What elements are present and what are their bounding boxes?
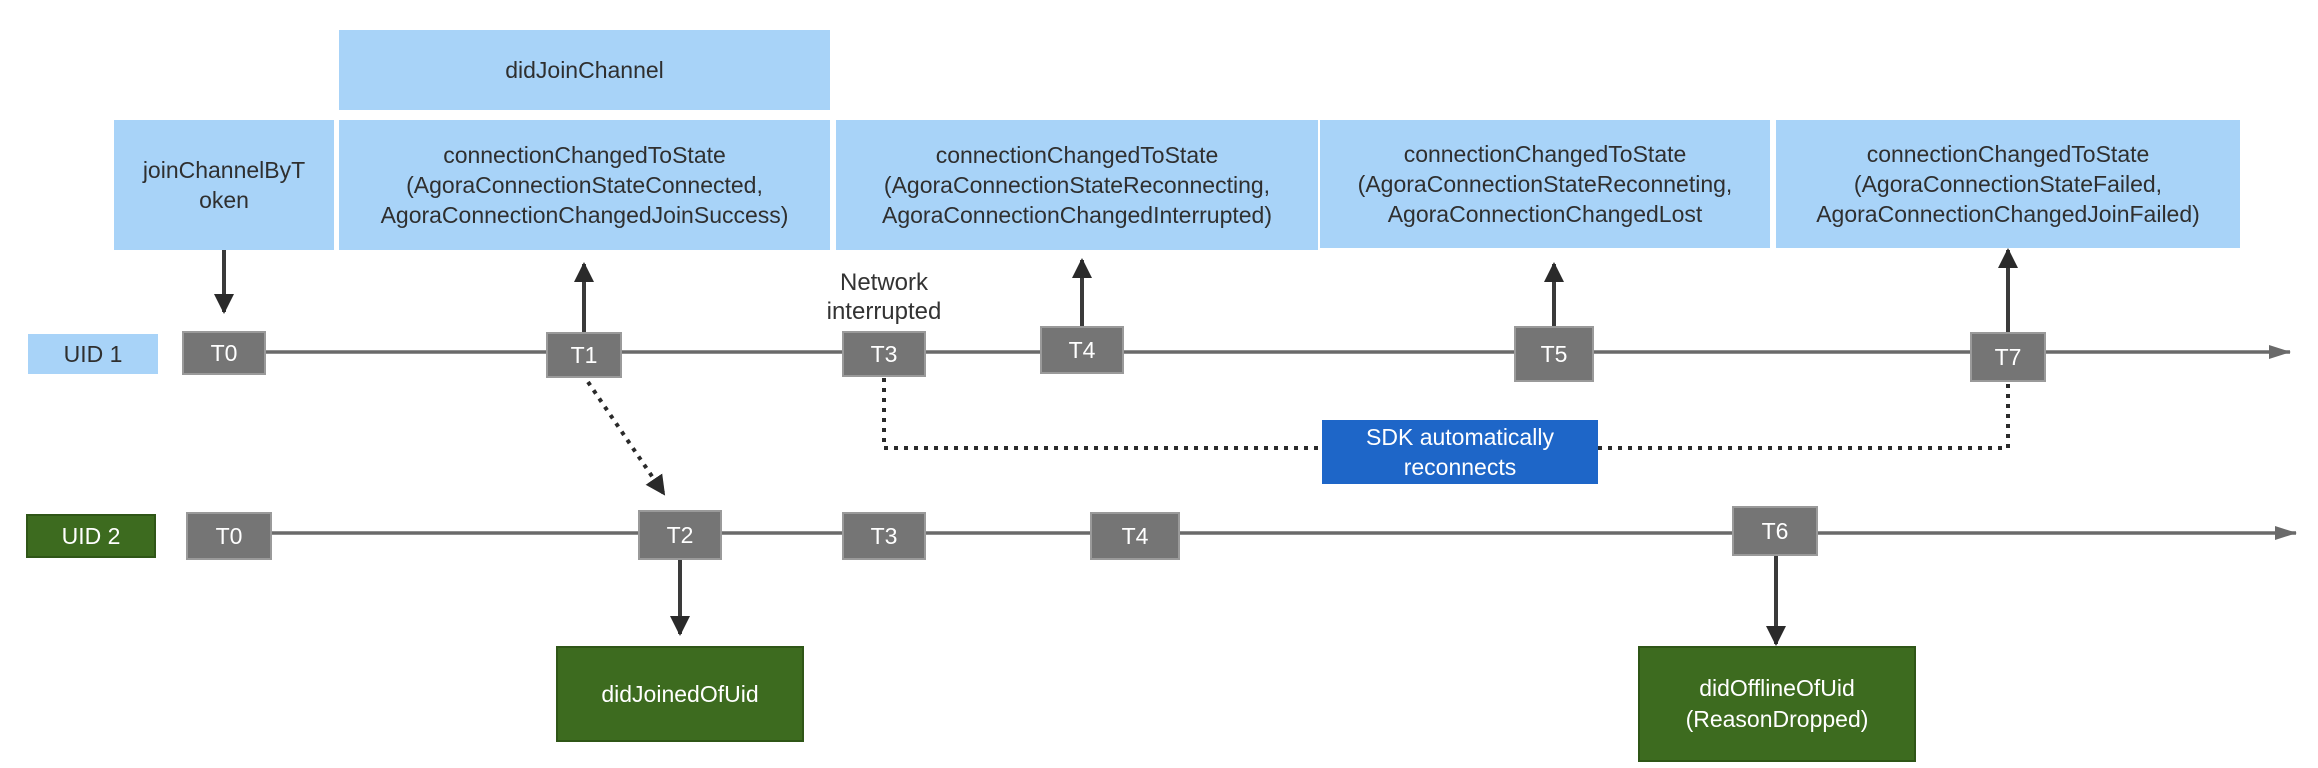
uid1-time-marker: T0 — [182, 331, 266, 375]
dotted-t3-to-sdk — [882, 378, 1322, 450]
conn-state-lost-callback: connectionChangedToState (AgoraConnectio… — [1320, 120, 1770, 248]
conn-state-reconnecting-callback: connectionChangedToState (AgoraConnectio… — [836, 120, 1318, 250]
dotted-t1-to-t2 — [586, 380, 666, 496]
uid1-label: UID 1 — [28, 334, 158, 374]
uid2-time-marker: T2 — [638, 510, 722, 560]
uid2-time-marker: T0 — [186, 512, 272, 560]
network-interrupted-note: Network interrupted — [826, 269, 942, 325]
uid2-time-marker: T6 — [1732, 506, 1818, 556]
uid1-time-marker: T1 — [546, 332, 622, 378]
sdk-auto-reconnect-box: SDK automatically reconnects — [1322, 420, 1598, 484]
uid1-time-marker: T4 — [1040, 326, 1124, 374]
conn-state-failed-callback: connectionChangedToState (AgoraConnectio… — [1776, 120, 2240, 248]
dotted-sdk-to-t7 — [1598, 384, 2010, 450]
uid2-label: UID 2 — [26, 514, 156, 558]
uid2-time-marker: T4 — [1090, 512, 1180, 560]
did-joined-of-uid-callback: didJoinedOfUid — [556, 646, 804, 742]
uid1-time-marker: T3 — [842, 331, 926, 377]
did-offline-of-uid-callback: didOfflineOfUid (ReasonDropped) — [1638, 646, 1916, 762]
uid2-time-marker: T3 — [842, 512, 926, 560]
uid1-time-marker: T7 — [1970, 332, 2046, 382]
uid1-time-marker: T5 — [1514, 326, 1594, 382]
did-join-channel-callback: didJoinChannel — [339, 30, 830, 110]
conn-state-connected-callback: connectionChangedToState (AgoraConnectio… — [339, 120, 830, 250]
join-channel-by-token-call: joinChannelByT oken — [114, 120, 334, 250]
